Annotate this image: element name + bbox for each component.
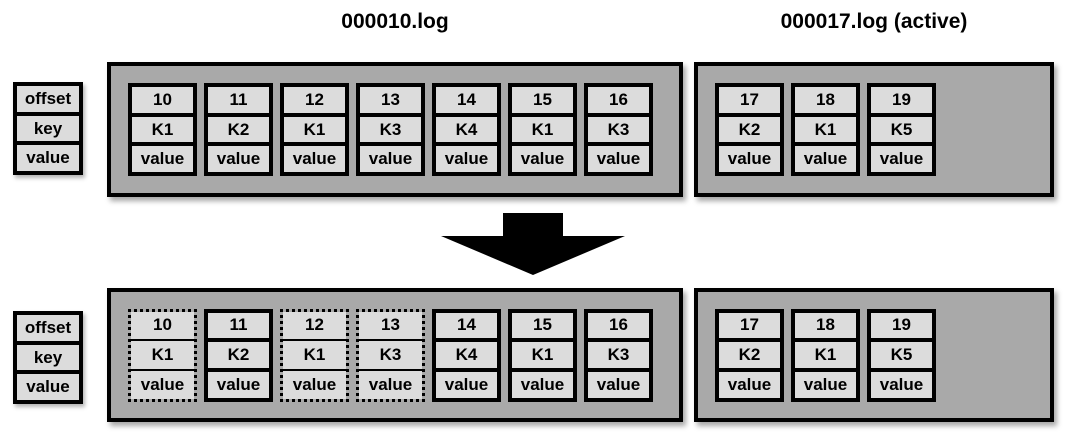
record-key-cell: K3 xyxy=(359,339,422,369)
row-label-value: value xyxy=(15,143,81,174)
log-record: 19 K5 value xyxy=(867,83,936,176)
record-key-cell: K2 xyxy=(206,114,271,145)
log-record: 18 K1 value xyxy=(791,308,860,402)
row-labels-top: offset key value xyxy=(13,82,83,175)
log2-title: 000017.log (active) xyxy=(780,10,968,33)
log-record: 17 K2 value xyxy=(715,308,784,402)
row-label-offset: offset xyxy=(15,313,81,343)
record-offset-cell: 17 xyxy=(717,310,782,341)
record-value-cell: value xyxy=(586,144,651,175)
record-key-cell: K1 xyxy=(510,114,575,145)
record-offset-cell: 17 xyxy=(717,85,782,115)
log-record: 15 K1 value xyxy=(508,83,577,176)
record-value-cell: value xyxy=(869,144,934,175)
record-offset-cell: 11 xyxy=(206,310,271,341)
record-value-cell: value xyxy=(359,368,422,399)
log-record-stale: 13 K3 value xyxy=(356,308,425,402)
record-key-cell: K1 xyxy=(282,114,347,145)
record-key-cell: K1 xyxy=(793,114,858,145)
record-offset-cell: 15 xyxy=(510,310,575,341)
log2-segment-after: 17 K2 value 18 K1 value 19 K5 value xyxy=(694,288,1054,422)
record-key-cell: K1 xyxy=(510,340,575,370)
record-offset-cell: 13 xyxy=(359,311,422,340)
log-record: 16 K3 value xyxy=(584,83,653,176)
record-offset-cell: 12 xyxy=(283,311,346,340)
log-record: 14 K4 value xyxy=(432,83,501,176)
log-record: 11 K2 value xyxy=(204,83,273,176)
record-offset-cell: 19 xyxy=(869,310,934,341)
record-value-cell: value xyxy=(206,144,271,175)
record-key-cell: K5 xyxy=(869,114,934,145)
record-value-cell: value xyxy=(510,144,575,175)
record-value-cell: value xyxy=(793,144,858,175)
record-key-cell: K3 xyxy=(358,114,423,145)
record-key-cell: K2 xyxy=(717,340,782,370)
log1-title: 000010.log xyxy=(341,10,449,33)
record-offset-cell: 18 xyxy=(793,85,858,115)
row-label-key: key xyxy=(15,113,81,144)
log-record: 11 K2 value xyxy=(204,308,273,402)
log-record: 10 K1 value xyxy=(128,83,197,176)
record-key-cell: K4 xyxy=(434,340,499,370)
log-record: 14 K4 value xyxy=(432,308,501,402)
down-arrow-icon xyxy=(441,213,625,275)
record-value-cell: value xyxy=(206,369,271,400)
record-offset-cell: 14 xyxy=(434,310,499,341)
record-key-cell: K4 xyxy=(434,114,499,145)
row-labels-bottom: offset key value xyxy=(13,311,83,404)
record-offset-cell: 16 xyxy=(586,310,651,341)
record-offset-cell: 13 xyxy=(358,85,423,115)
record-value-cell: value xyxy=(434,369,499,400)
record-value-cell: value xyxy=(282,144,347,175)
record-key-cell: K2 xyxy=(206,340,271,370)
record-offset-cell: 10 xyxy=(130,85,195,115)
log-record: 15 K1 value xyxy=(508,308,577,402)
record-value-cell: value xyxy=(130,144,195,175)
record-value-cell: value xyxy=(131,368,194,399)
log1-segment-after: 10 K1 value 11 K2 value 12 K1 value 13 K… xyxy=(107,288,683,422)
log-record-stale: 10 K1 value xyxy=(128,308,197,402)
log-record: 17 K2 value xyxy=(715,83,784,176)
record-key-cell: K1 xyxy=(793,340,858,370)
record-value-cell: value xyxy=(793,369,858,400)
row-label-offset: offset xyxy=(15,84,81,114)
log-record: 13 K3 value xyxy=(356,83,425,176)
record-key-cell: K1 xyxy=(283,339,346,369)
record-offset-cell: 19 xyxy=(869,85,934,115)
log2-segment-before: 17 K2 value 18 K1 value 19 K5 value xyxy=(694,62,1054,197)
log1-segment-before: 10 K1 value 11 K2 value 12 K1 value 13 K… xyxy=(107,62,683,197)
record-offset-cell: 12 xyxy=(282,85,347,115)
log-record: 16 K3 value xyxy=(584,308,653,402)
record-value-cell: value xyxy=(358,144,423,175)
record-value-cell: value xyxy=(586,369,651,400)
record-offset-cell: 18 xyxy=(793,310,858,341)
log-record: 19 K5 value xyxy=(867,308,936,402)
row-label-value: value xyxy=(15,372,81,403)
log-record-stale: 12 K1 value xyxy=(280,308,349,402)
record-value-cell: value xyxy=(434,144,499,175)
record-value-cell: value xyxy=(717,369,782,400)
record-offset-cell: 11 xyxy=(206,85,271,115)
log-record: 12 K1 value xyxy=(280,83,349,176)
record-value-cell: value xyxy=(717,144,782,175)
record-offset-cell: 15 xyxy=(510,85,575,115)
record-value-cell: value xyxy=(283,368,346,399)
row-label-key: key xyxy=(15,342,81,373)
record-key-cell: K1 xyxy=(130,114,195,145)
record-key-cell: K3 xyxy=(586,114,651,145)
record-offset-cell: 10 xyxy=(131,311,194,340)
record-value-cell: value xyxy=(869,369,934,400)
record-key-cell: K1 xyxy=(131,339,194,369)
record-value-cell: value xyxy=(510,369,575,400)
record-offset-cell: 14 xyxy=(434,85,499,115)
record-key-cell: K2 xyxy=(717,114,782,145)
record-key-cell: K3 xyxy=(586,340,651,370)
record-offset-cell: 16 xyxy=(586,85,651,115)
record-key-cell: K5 xyxy=(869,340,934,370)
log-record: 18 K1 value xyxy=(791,83,860,176)
